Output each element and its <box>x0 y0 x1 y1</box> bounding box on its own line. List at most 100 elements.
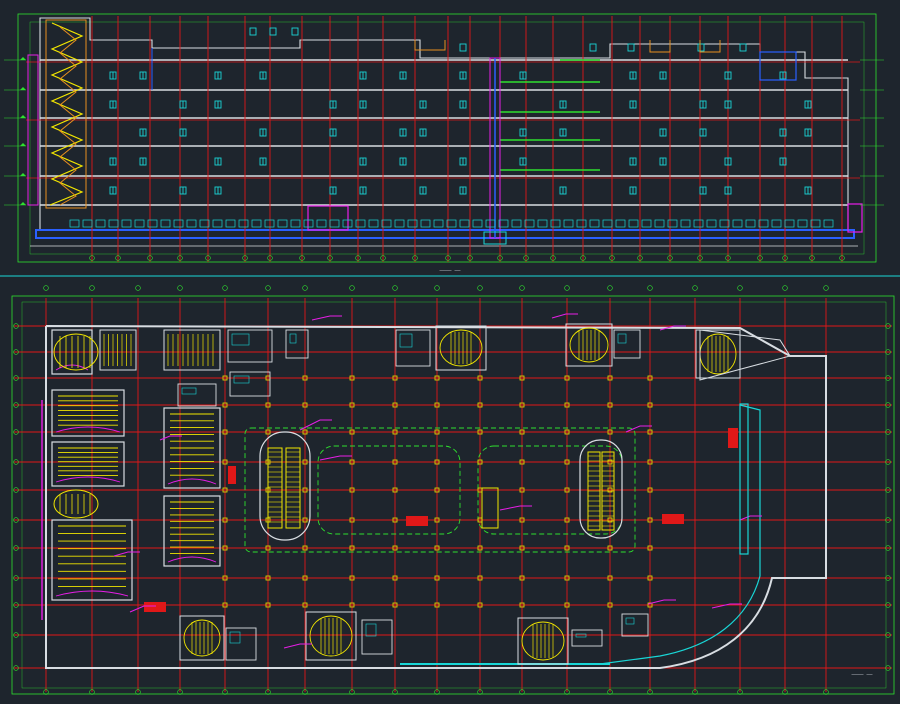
column-marker <box>222 545 228 551</box>
cinema-hall <box>163 407 221 489</box>
section-seat <box>316 219 327 228</box>
section-seat <box>134 219 145 228</box>
column-marker <box>519 602 525 608</box>
column-marker <box>349 517 355 523</box>
column-marker <box>647 545 653 551</box>
grid-bubble <box>392 689 398 695</box>
section-seat <box>342 219 353 228</box>
grid-bubble <box>13 349 19 355</box>
section-windows <box>109 27 812 195</box>
section-seat <box>745 219 756 228</box>
axis-bubble <box>327 255 333 261</box>
column-marker <box>607 517 613 523</box>
section-seat <box>303 219 314 228</box>
grid-bubble <box>13 459 19 465</box>
column-marker <box>519 487 525 493</box>
leader-line <box>711 603 742 609</box>
grid-bubble <box>564 689 570 695</box>
grid-bubble <box>564 285 570 291</box>
section-seat <box>550 219 561 228</box>
axis-bubble <box>467 255 473 261</box>
section-window <box>627 43 635 52</box>
column-marker <box>349 402 355 408</box>
section-seat <box>576 219 587 228</box>
core-round <box>521 621 565 661</box>
grid-bubble <box>349 689 355 695</box>
section-seat <box>771 219 782 228</box>
plan-triangle-core <box>699 329 791 381</box>
section-basement-seating <box>69 219 834 228</box>
axis-bubble <box>115 255 121 261</box>
axis-bubble <box>757 255 763 261</box>
axis-bubble <box>809 255 815 261</box>
screen-arc <box>167 556 217 563</box>
section-seat <box>420 219 431 228</box>
grid-bubble <box>13 575 19 581</box>
grid-bubble <box>13 487 19 493</box>
column-marker <box>265 402 271 408</box>
section-seat <box>511 219 522 228</box>
axis-bubble <box>242 255 248 261</box>
level-triangle <box>20 57 26 60</box>
grid-bubble <box>222 285 228 291</box>
grid-bubble <box>885 459 891 465</box>
section-seat <box>433 219 444 228</box>
cinema-hall <box>51 519 133 601</box>
column-marker <box>302 459 308 465</box>
axis-bubble <box>205 255 211 261</box>
section-seat <box>368 219 379 228</box>
column-marker <box>434 402 440 408</box>
column-marker <box>392 429 398 435</box>
column-marker <box>349 459 355 465</box>
section-seat <box>732 219 743 228</box>
column-marker <box>392 575 398 581</box>
grid-bubble <box>434 689 440 695</box>
column-marker <box>302 575 308 581</box>
column-marker <box>647 487 653 493</box>
core-room <box>517 617 569 665</box>
column-marker <box>434 517 440 523</box>
column-marker <box>434 487 440 493</box>
column-marker <box>222 459 228 465</box>
grid-bubble <box>885 349 891 355</box>
column-marker <box>477 402 483 408</box>
leader-line <box>625 425 652 433</box>
grid-bubble <box>13 665 19 671</box>
grid-bubble <box>823 689 829 695</box>
grid-bubble <box>222 689 228 695</box>
service-room <box>229 371 271 397</box>
section-left-column <box>27 54 39 206</box>
grid-bubble <box>13 602 19 608</box>
column-marker <box>647 402 653 408</box>
service-room <box>613 329 641 359</box>
fixture <box>289 333 297 344</box>
section-seat <box>485 219 496 228</box>
section-dimension-frame-inner <box>29 21 865 255</box>
leader-line <box>299 419 332 431</box>
column-marker <box>477 575 483 581</box>
column-marker <box>477 429 483 435</box>
plan-annotation-leaders <box>113 313 762 649</box>
plan-service-cores <box>177 323 741 665</box>
section-seat <box>667 219 678 228</box>
column-marker <box>392 517 398 523</box>
column-marker <box>265 429 271 435</box>
column-marker <box>564 402 570 408</box>
section-seat <box>69 219 80 228</box>
grid-bubble <box>135 689 141 695</box>
leader-line <box>499 505 532 511</box>
column-marker <box>434 575 440 581</box>
leader-line <box>311 315 342 321</box>
floor-plan: ———— —— <box>11 285 895 695</box>
column-marker <box>349 375 355 381</box>
axis-bubble <box>299 255 305 261</box>
grid-bubble <box>13 375 19 381</box>
level-triangle <box>20 202 26 205</box>
section-seat <box>199 219 210 228</box>
grid-bubble <box>782 285 788 291</box>
screen-arc <box>55 590 129 597</box>
grid-bubble <box>885 402 891 408</box>
section-seat <box>329 219 340 228</box>
plan-escalators <box>267 447 615 531</box>
